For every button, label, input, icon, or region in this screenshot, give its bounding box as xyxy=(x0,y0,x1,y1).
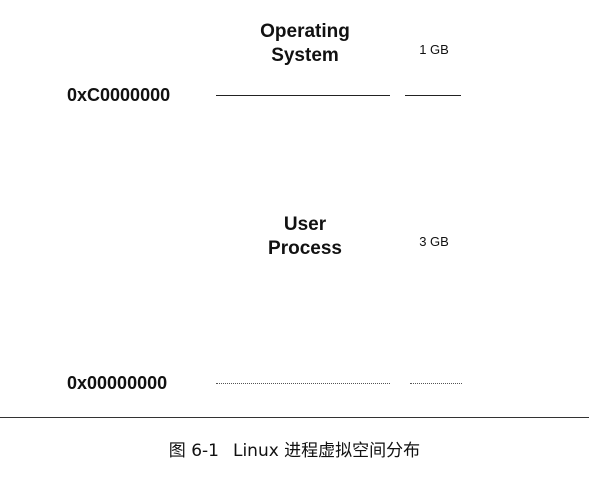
top-address-label: 0xC0000000 xyxy=(67,85,171,105)
user-region-title: User Process xyxy=(235,213,375,261)
bottom-boundary-line xyxy=(216,383,390,384)
os-size-label: 1 GB xyxy=(419,42,449,57)
user-size-label: 3 GB xyxy=(419,234,449,249)
user-title-line2: Process xyxy=(268,238,342,259)
top-boundary-size-line xyxy=(405,95,461,96)
os-region-title: Operating System xyxy=(235,20,375,68)
figure-caption-text: Linux 进程虚拟空间分布 xyxy=(232,441,421,461)
bottom-address-label: 0x00000000 xyxy=(67,373,168,393)
figure-number: 图 6-1 xyxy=(168,441,219,461)
bottom-boundary-size-line xyxy=(410,383,462,384)
top-boundary-line xyxy=(216,95,390,96)
os-title-line2: System xyxy=(271,45,339,66)
user-title-line1: User xyxy=(283,214,327,235)
figure-caption: 图 6-1 Linux 进程虚拟空间分布 xyxy=(0,440,589,462)
os-title-line1: Operating xyxy=(260,21,350,42)
caption-separator xyxy=(0,417,589,418)
